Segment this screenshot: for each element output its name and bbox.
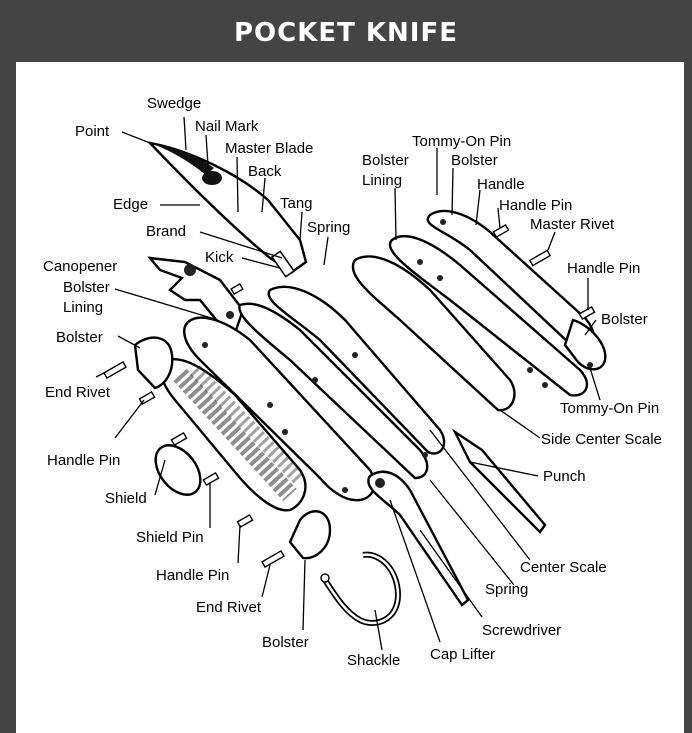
label-bolster-lining-right-1: Bolster <box>362 152 409 169</box>
label-bolster-lining-right-2: Lining <box>362 172 402 189</box>
shackle-part <box>321 555 398 623</box>
label-nail-mark: Nail Mark <box>195 118 259 135</box>
label-shackle: Shackle <box>347 652 400 669</box>
label-bolster-lining-left-2: Lining <box>63 299 103 316</box>
label-bolster-right: Bolster <box>601 311 648 328</box>
label-shield-pin: Shield Pin <box>136 529 204 546</box>
label-master-blade: Master Blade <box>225 140 313 157</box>
label-bolster-bottom: Bolster <box>262 634 309 651</box>
label-end-rivet-top: End Rivet <box>45 384 111 401</box>
punch-part <box>455 432 545 532</box>
label-bolster-lining-left-1: Bolster <box>63 279 110 296</box>
label-shield: Shield <box>105 490 147 507</box>
label-punch: Punch <box>543 468 586 485</box>
label-tang: Tang <box>280 195 313 212</box>
label-kick: Kick <box>205 249 234 266</box>
label-center-scale: Center Scale <box>520 559 607 576</box>
label-brand: Brand <box>146 223 186 240</box>
label-handle-pin-right: Handle Pin <box>567 260 640 277</box>
diagram-panel: Swedge Point Nail Mark Master Blade Back… <box>16 62 684 733</box>
label-canopener: Canopener <box>43 258 117 275</box>
page-title: POCKET KNIFE <box>8 8 684 58</box>
label-side-center-scale: Side Center Scale <box>541 431 662 448</box>
label-master-rivet: Master Rivet <box>530 216 615 233</box>
label-spring-top: Spring <box>307 219 350 236</box>
label-spring-bottom: Spring <box>485 581 528 598</box>
label-tommy-on-pin-top: Tommy-On Pin <box>412 133 511 150</box>
label-handle-pin-left: Handle Pin <box>47 452 120 469</box>
bottom-bolster-part <box>290 511 330 558</box>
label-handle: Handle <box>477 176 525 193</box>
label-handle-pin-bottom: Handle Pin <box>156 567 229 584</box>
label-screwdriver: Screwdriver <box>482 622 561 639</box>
label-back: Back <box>248 163 282 180</box>
left-bolster-part <box>135 338 172 388</box>
label-swedge: Swedge <box>147 95 201 112</box>
label-cap-lifter: Cap Lifter <box>430 646 495 663</box>
label-edge: Edge <box>113 196 148 213</box>
pocket-knife-diagram: Swedge Point Nail Mark Master Blade Back… <box>16 62 684 733</box>
label-tommy-on-pin-bottom: Tommy-On Pin <box>560 400 659 417</box>
label-end-rivet-bottom: End Rivet <box>196 599 262 616</box>
screwdriver-part <box>368 472 468 605</box>
label-bolster-top: Bolster <box>451 152 498 169</box>
label-handle-pin-top: Handle Pin <box>499 197 572 214</box>
label-bolster-left: Bolster <box>56 329 103 346</box>
label-point: Point <box>75 123 110 140</box>
